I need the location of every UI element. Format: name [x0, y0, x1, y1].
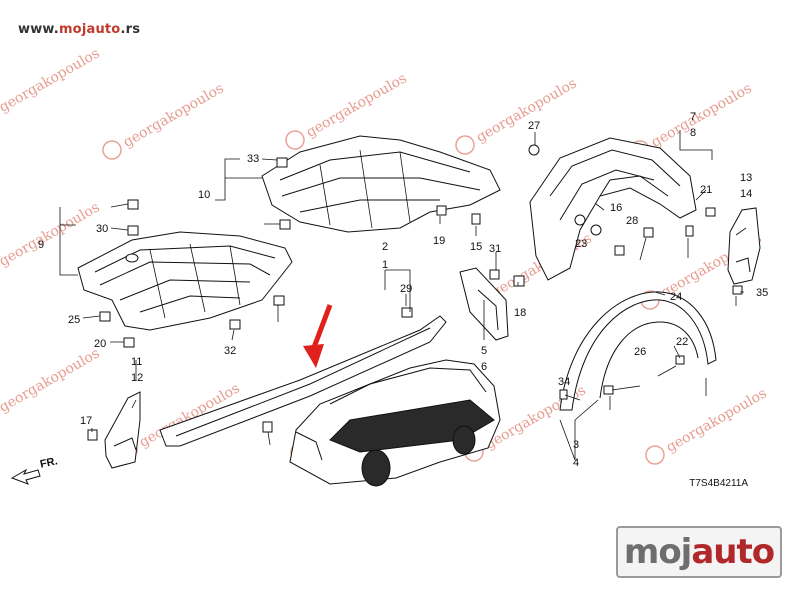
front-under-cover[interactable]	[77, 231, 293, 331]
site-url-brand: mojauto	[58, 22, 121, 37]
highlight-arrow	[303, 304, 333, 368]
callout-32[interactable]: 32	[224, 345, 236, 357]
callout-34[interactable]: 34	[558, 376, 570, 388]
site-url[interactable]: www.mojauto.rs	[18, 22, 140, 37]
watermark-text: georgakopoulos	[0, 45, 102, 115]
watermark-11: georgakopoulos	[645, 385, 770, 465]
logo-part-auto: auto	[691, 532, 775, 572]
callout-13[interactable]: 13	[740, 172, 752, 184]
fasteners	[87, 144, 743, 441]
front-mudguard[interactable]	[104, 391, 141, 469]
callout-33[interactable]: 33	[247, 153, 259, 165]
callout-9[interactable]: 9	[38, 239, 44, 251]
callout-35[interactable]: 35	[756, 287, 768, 299]
callout-12[interactable]: 12	[131, 372, 143, 384]
site-url-suffix: .rs	[120, 22, 141, 37]
inner-fender-liner[interactable]	[529, 137, 697, 281]
rear-under-cover[interactable]	[261, 135, 501, 233]
site-url-prefix: www.	[18, 22, 59, 37]
callout-23[interactable]: 23	[575, 238, 587, 250]
side-sill-garnish[interactable]	[159, 315, 447, 447]
callout-30[interactable]: 30	[96, 223, 108, 235]
callout-17[interactable]: 17	[80, 415, 92, 427]
front-direction-arrow	[10, 468, 41, 485]
watermark-text: georgakopoulos	[664, 385, 770, 455]
callout-25[interactable]: 25	[68, 314, 80, 326]
callout-31[interactable]: 31	[489, 243, 501, 255]
callout-7[interactable]: 7	[690, 111, 696, 123]
callout-11[interactable]: 11	[131, 356, 142, 368]
callout-4[interactable]: 4	[573, 457, 579, 469]
diagram-reference-code: T7S4B4211A	[689, 478, 748, 489]
callout-1[interactable]: 1	[382, 259, 388, 271]
callouts: 1 2 3 4 5 6 7 8 9 10 11 12 13 14 15 16 1…	[38, 111, 768, 469]
callout-20[interactable]: 20	[94, 338, 106, 350]
watermark-14: georgakopoulos	[0, 345, 102, 415]
callout-15[interactable]: 15	[470, 241, 482, 253]
watermark-text: georgakopoulos	[649, 80, 755, 150]
callout-16[interactable]: 16	[610, 202, 622, 214]
wheel-arch-molding[interactable]	[559, 291, 717, 411]
watermark-text: georgakopoulos	[474, 75, 580, 145]
car-illustration	[289, 359, 501, 487]
watermark-text: georgakopoulos	[0, 199, 102, 269]
watermark-3: georgakopoulos	[455, 75, 580, 155]
callout-18[interactable]: 18	[514, 307, 526, 319]
watermark-text: georgakopoulos	[0, 345, 102, 415]
callout-14[interactable]: 14	[740, 188, 752, 200]
callout-6[interactable]: 6	[481, 361, 487, 373]
leader-lines	[59, 130, 747, 461]
watermark-1: georgakopoulos	[102, 80, 227, 160]
callout-27[interactable]: 27	[528, 120, 540, 132]
watermark-12: georgakopoulos	[0, 45, 102, 115]
watermark-text: georgakopoulos	[304, 70, 410, 140]
callout-29[interactable]: 29	[400, 283, 412, 295]
rear-mudguard[interactable]	[727, 207, 761, 285]
callout-5[interactable]: 5	[481, 345, 487, 357]
callout-8[interactable]: 8	[690, 127, 696, 139]
logo-part-moj: moj	[623, 532, 692, 572]
callout-22[interactable]: 22	[676, 336, 688, 348]
callout-3[interactable]: 3	[573, 439, 579, 451]
callout-10[interactable]: 10	[198, 189, 210, 201]
watermark-text: georgakopoulos	[121, 80, 227, 150]
callout-21[interactable]: 21	[700, 184, 712, 196]
callout-26[interactable]: 26	[634, 346, 646, 358]
callout-19[interactable]: 19	[433, 235, 445, 247]
watermark-13: georgakopoulos	[0, 199, 102, 269]
callout-2[interactable]: 2	[382, 241, 388, 253]
callout-28[interactable]: 28	[626, 215, 638, 227]
callout-24[interactable]: 24	[670, 291, 682, 303]
